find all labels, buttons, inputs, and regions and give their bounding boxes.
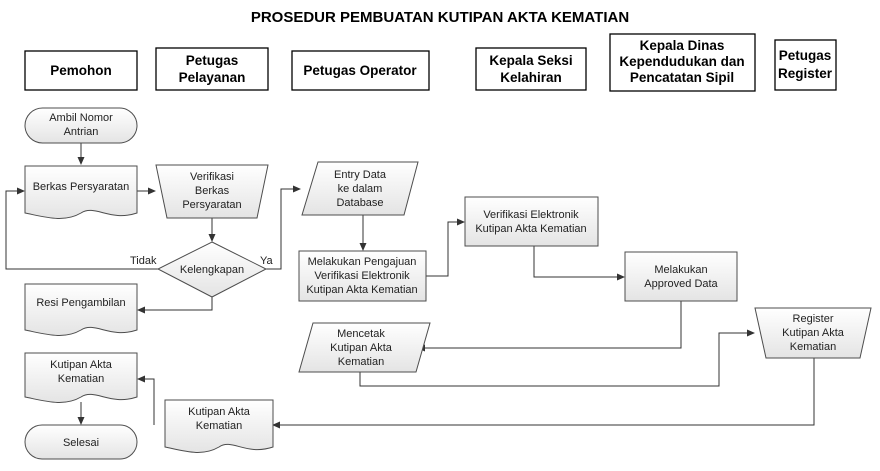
lane-header-label: Kelahiran xyxy=(500,70,562,85)
node-label: Antrian xyxy=(64,126,99,138)
node-verifikasi-berkas: Verifikasi Berkas Persyaratan xyxy=(155,164,269,219)
node-label: Register xyxy=(793,313,834,325)
lane-header-label: Petugas xyxy=(186,53,239,68)
lane-header-pemohon: Pemohon xyxy=(24,50,138,91)
node-ambil-nomor-antrian: Ambil Nomor Antrian xyxy=(24,107,138,144)
edge-kutipan-to-kutipan-doc xyxy=(137,375,155,425)
node-label: Kematian xyxy=(790,341,836,353)
lane-header-label: Pencatatan Sipil xyxy=(630,70,734,85)
node-melakukan-pengajuan: Melakukan Pengajuan Verifikasi Elektroni… xyxy=(298,250,427,302)
node-label: Kematian xyxy=(196,420,242,432)
edge-label-ya: Ya xyxy=(260,255,274,267)
lane-header-petugas-operator: Petugas Operator xyxy=(291,50,430,91)
edge-verif-to-approved xyxy=(533,246,625,281)
edge-kelengkapan-tidak xyxy=(5,187,158,270)
lane-header-kepala-dinas: Kepala Dinas Kependudukan dan Pencatatan… xyxy=(609,33,756,92)
node-label: Kematian xyxy=(338,356,384,368)
node-label: Entry Data xyxy=(334,169,387,181)
node-label: Kutipan Akta Kematian xyxy=(306,284,417,296)
edge-mencetak-to-register xyxy=(359,329,755,387)
node-register-kutipan: Register Kutipan Akta Kematian xyxy=(754,307,872,359)
node-kutipan-akta-bottom: Kutipan Akta Kematian xyxy=(164,399,274,453)
edge-register-to-kutipan xyxy=(272,358,815,429)
lane-header-petugas-pelayanan: Petugas Pelayanan xyxy=(155,47,269,91)
lane-header-label: Petugas Operator xyxy=(303,63,417,78)
node-label: Database xyxy=(336,197,383,209)
node-label: Kematian xyxy=(58,373,104,385)
connectors xyxy=(5,143,815,429)
lane-header-label: Pelayanan xyxy=(179,70,246,85)
node-label: Kelengkapan xyxy=(180,264,244,276)
node-selesai: Selesai xyxy=(24,424,138,460)
node-label: Verifikasi Elektronik xyxy=(314,270,410,282)
edge-approved-to-mencetak xyxy=(417,301,682,352)
node-label: Berkas Persyaratan xyxy=(33,181,130,193)
edge-pengajuan-to-verif xyxy=(426,218,465,277)
lane-header-label: Kepala Dinas xyxy=(640,38,725,53)
node-label: Berkas xyxy=(195,185,230,197)
node-label: Persyaratan xyxy=(182,199,241,211)
lane-header-petugas-register: Petugas Register xyxy=(774,39,837,91)
node-berkas-persyaratan: Berkas Persyaratan xyxy=(24,165,138,219)
page-title: PROSEDUR PEMBUATAN KUTIPAN AKTA KEMATIAN xyxy=(251,9,629,26)
lane-header-label: Petugas xyxy=(779,48,832,63)
node-label: Melakukan Pengajuan xyxy=(308,256,417,268)
node-approved-data: Melakukan Approved Data xyxy=(624,251,738,302)
edge-label-tidak: Tidak xyxy=(130,255,157,267)
lane-header-kepala-seksi: Kepala Seksi Kelahiran xyxy=(475,47,587,91)
lane-header-label: Pemohon xyxy=(50,63,112,78)
node-label: Kutipan Akta xyxy=(188,406,251,418)
node-label: Melakukan xyxy=(654,264,707,276)
node-label: Verifikasi xyxy=(190,171,234,183)
node-mencetak-kutipan: Mencetak Kutipan Akta Kematian xyxy=(298,322,431,373)
node-verifikasi-elektronik: Verifikasi Elektronik Kutipan Akta Kemat… xyxy=(464,196,599,247)
node-label: Approved Data xyxy=(644,278,718,290)
node-entry-data: Entry Data ke dalam Database xyxy=(301,161,419,216)
node-label: ke dalam xyxy=(338,183,383,195)
node-label: Mencetak xyxy=(337,328,385,340)
node-label: Verifikasi Elektronik xyxy=(483,209,579,221)
lane-header-label: Register xyxy=(778,66,833,81)
edge-kelengkapan-to-resi xyxy=(137,297,213,314)
node-label: Kutipan Akta Kematian xyxy=(475,223,586,235)
node-resi-pengambilan: Resi Pengambilan xyxy=(24,283,138,336)
edge-kelengkapan-ya xyxy=(266,185,301,270)
node-label: Selesai xyxy=(63,437,99,449)
node-label: Ambil Nomor xyxy=(49,112,113,124)
lane-header-label: Kependudukan dan xyxy=(619,54,744,69)
node-label: Resi Pengambilan xyxy=(36,297,125,309)
node-label: Kutipan Akta xyxy=(330,342,393,354)
node-kelengkapan-decision: Kelengkapan xyxy=(156,241,268,298)
node-label: Kutipan Akta xyxy=(50,359,113,371)
node-label: Kutipan Akta xyxy=(782,327,845,339)
node-kutipan-akta-doc: Kutipan Akta Kematian xyxy=(24,352,138,403)
lane-header-label: Kepala Seksi xyxy=(489,53,572,68)
